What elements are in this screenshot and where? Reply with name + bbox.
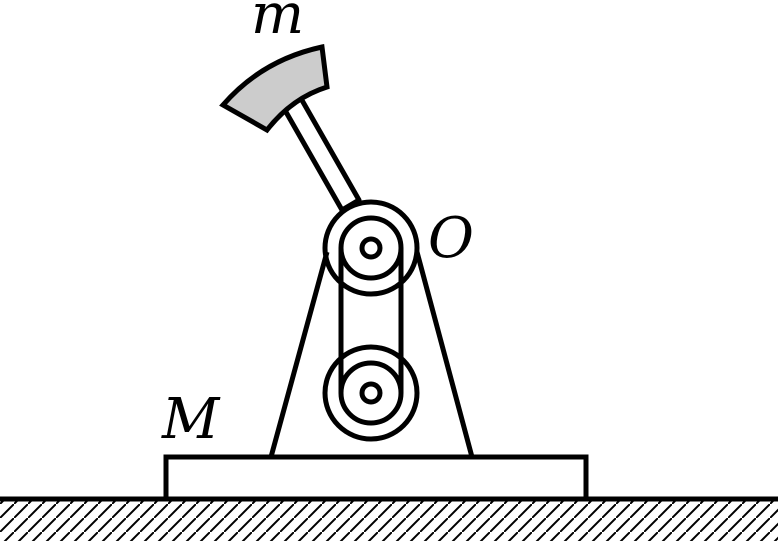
label-hammer-mass: m bbox=[251, 0, 304, 47]
lower-pulley-inner bbox=[338, 360, 404, 426]
label-pivot: O bbox=[428, 206, 474, 271]
lower-pulley-outer bbox=[322, 344, 420, 442]
hammer-head bbox=[219, 43, 330, 134]
base-plate bbox=[163, 454, 589, 502]
label-base-mass: M bbox=[161, 387, 221, 452]
upper-pulley-inner bbox=[338, 215, 404, 281]
upper-pulley-axle bbox=[359, 236, 383, 260]
frame-left-leg bbox=[268, 251, 330, 458]
lower-pulley-axle bbox=[359, 381, 383, 405]
frame-right-leg bbox=[414, 251, 475, 458]
hammer-rod bbox=[279, 92, 362, 213]
ground-hatching bbox=[0, 500, 778, 541]
upper-pulley-outer bbox=[322, 199, 420, 297]
